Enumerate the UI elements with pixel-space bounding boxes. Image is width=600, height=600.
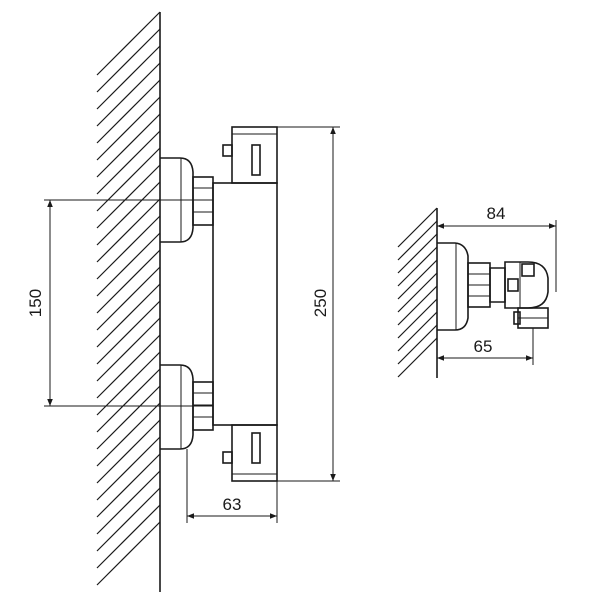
hatch-line: [96, 113, 161, 178]
hatch-line: [96, 147, 161, 212]
top-handle: [222, 126, 278, 184]
dimension-65: 65: [437, 328, 534, 365]
hatch-line: [96, 385, 161, 450]
hatch-line: [96, 130, 161, 195]
hatch-line: [96, 470, 161, 535]
side-wall-hatching: [397, 207, 438, 378]
hatch-line: [397, 337, 438, 378]
hatch-line: [96, 215, 161, 280]
hatch-line: [397, 207, 438, 248]
hatch-line: [397, 220, 438, 261]
hatch-line: [96, 487, 161, 552]
side-view: 84 65: [397, 204, 557, 378]
hatch-line: [96, 45, 161, 110]
wall-hatching: [96, 11, 161, 592]
hatch-line: [96, 402, 161, 467]
hatch-line: [397, 298, 438, 339]
hatch-line: [96, 419, 161, 484]
hatch-line: [96, 79, 161, 144]
hatch-line: [397, 272, 438, 313]
hatch-line: [96, 521, 161, 586]
hatch-line: [96, 62, 161, 127]
dimension-84: 84: [437, 204, 557, 292]
hatch-line: [96, 249, 161, 314]
hatch-line: [397, 259, 438, 300]
hatch-line: [96, 317, 161, 382]
hatch-line: [96, 351, 161, 416]
dimension-150: 150: [26, 199, 213, 407]
hatch-line: [397, 311, 438, 352]
hatch-line: [96, 11, 161, 76]
mixer-body: [212, 182, 278, 426]
dim-label-250: 250: [311, 289, 330, 317]
side-outlet: [513, 307, 549, 329]
side-connector: [437, 242, 491, 331]
hatch-line: [96, 453, 161, 518]
dim-label-63: 63: [223, 495, 242, 514]
hatch-line: [96, 436, 161, 501]
hatch-line: [96, 368, 161, 433]
hatch-line: [96, 181, 161, 246]
hatch-line: [96, 300, 161, 365]
dim-label-84: 84: [487, 204, 506, 223]
hatch-line: [96, 266, 161, 331]
hatch-line: [397, 324, 438, 365]
hatch-line: [96, 334, 161, 399]
front-view: 150 250 63: [26, 11, 340, 592]
hatch-line: [96, 283, 161, 348]
hatch-line: [397, 233, 438, 274]
dim-label-65: 65: [474, 337, 493, 356]
hatch-line: [96, 28, 161, 93]
bottom-wall-connector: [160, 364, 214, 450]
hatch-line: [96, 504, 161, 569]
dim-label-150: 150: [26, 289, 45, 317]
dimension-63: 63: [186, 449, 278, 523]
bottom-handle: [222, 424, 278, 482]
hatch-line: [96, 164, 161, 229]
hatch-line: [96, 96, 161, 161]
hatch-line: [96, 198, 161, 263]
dimension-250: 250: [277, 126, 340, 482]
hatch-line: [397, 246, 438, 287]
side-mixer-body: [489, 261, 549, 309]
hatch-line: [397, 285, 438, 326]
hatch-line: [96, 232, 161, 297]
